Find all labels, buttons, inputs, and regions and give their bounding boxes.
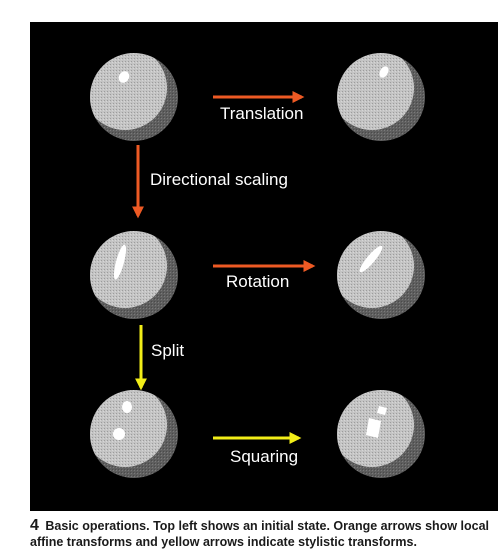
highlight-scaled	[113, 244, 127, 280]
sphere-scaled	[83, 224, 178, 319]
sphere-squared	[330, 383, 425, 478]
sphere-split	[83, 383, 178, 478]
diagram-canvas	[30, 22, 498, 511]
highlight-squared-upper	[377, 406, 387, 415]
caption-text: Basic operations. Top left shows an init…	[30, 519, 490, 549]
label-squaring: Squaring	[230, 447, 299, 466]
label-rotation: Rotation	[226, 272, 290, 291]
highlight-rotated	[359, 245, 383, 273]
figure-number: 4	[30, 517, 39, 534]
highlight-translated	[379, 66, 389, 78]
sphere-initial	[83, 46, 178, 141]
figure-caption: 4 Basic operations. Top left shows an in…	[30, 518, 498, 550]
highlight-split-lower	[113, 428, 125, 440]
label-directional-scaling: Directional scaling	[150, 170, 288, 189]
highlight-split-upper	[122, 401, 132, 413]
highlight-squared-lower	[366, 418, 381, 438]
figure-panel: Translation Directional scaling Rotation…	[30, 22, 498, 511]
label-split: Split	[151, 341, 185, 360]
label-translation: Translation	[220, 104, 304, 123]
sphere-rotated	[330, 224, 425, 319]
sphere-translated	[330, 46, 425, 141]
highlight-initial	[118, 71, 130, 83]
